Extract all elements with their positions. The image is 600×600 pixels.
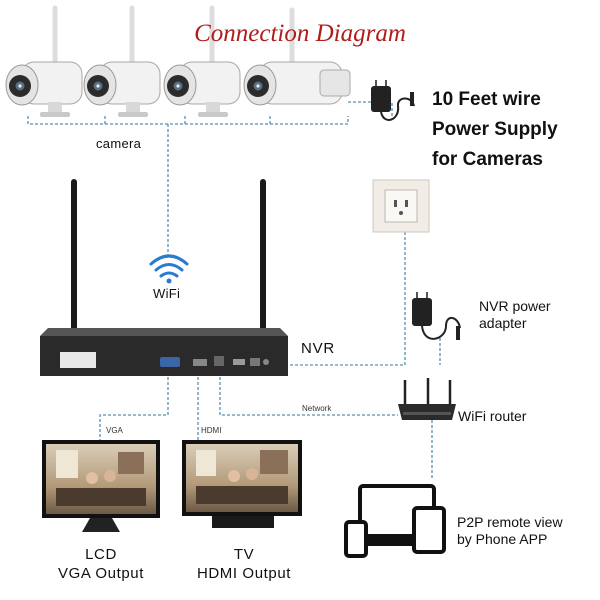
p2p-line-2: by Phone APP (457, 531, 548, 547)
p2p-label: P2P remote view by Phone APP (457, 514, 563, 548)
camera-label: camera (96, 136, 142, 151)
camera-icon (5, 5, 83, 117)
nvr-icon (40, 179, 288, 376)
nvr-power-line-2: adapter (479, 315, 527, 331)
power-supply-line-2: Power Supply (432, 119, 558, 140)
monitor-icon (42, 440, 160, 532)
nvr-power-label: NVR power adapter (479, 298, 551, 332)
nvr-power-line-1: NVR power (479, 298, 551, 314)
router-icon (398, 378, 456, 420)
wifi-label: WiFi (153, 286, 181, 301)
tablet-icon (412, 506, 446, 554)
lcd-output-line-1: LCD (85, 546, 117, 563)
phone-icon (344, 520, 368, 558)
camera-icon (83, 5, 161, 117)
vga-label: VGA (106, 426, 123, 435)
diagram-title: Connection Diagram (194, 20, 406, 47)
camera-bus-line (27, 116, 349, 125)
lcd-output-label: LCD VGA Output (35, 545, 167, 583)
power-supply-line-3: for Cameras (432, 149, 543, 170)
cable-lines (27, 101, 441, 478)
outlet-to-nvr-line (266, 232, 406, 366)
p2p-line-1: P2P remote view (457, 514, 563, 530)
wifi-router-label: WiFi router (458, 408, 527, 424)
nvr-label: NVR (301, 340, 336, 357)
vga-cable (99, 372, 169, 440)
camera-icon (243, 7, 351, 106)
power-supply-line-1: 10 Feet wire (432, 89, 541, 110)
network-label: Network (302, 404, 332, 413)
power-supply-label: 10 Feet wire Power Supply for Cameras (432, 85, 558, 175)
tv-output-label: TV HDMI Output (178, 545, 310, 583)
camera-icon (163, 5, 241, 117)
network-cable (219, 372, 398, 416)
power-adapter-icon (412, 292, 461, 340)
wifi-icon (149, 254, 189, 284)
lcd-output-line-2: VGA Output (57, 565, 145, 582)
tv-output-line-1: TV (233, 546, 255, 563)
tv-icon (182, 440, 302, 528)
wall-outlet-icon (372, 179, 430, 233)
hdmi-label: HDMI (201, 426, 222, 435)
tv-output-line-2: HDMI Output (196, 565, 292, 582)
power-adapter-icon (371, 80, 415, 121)
